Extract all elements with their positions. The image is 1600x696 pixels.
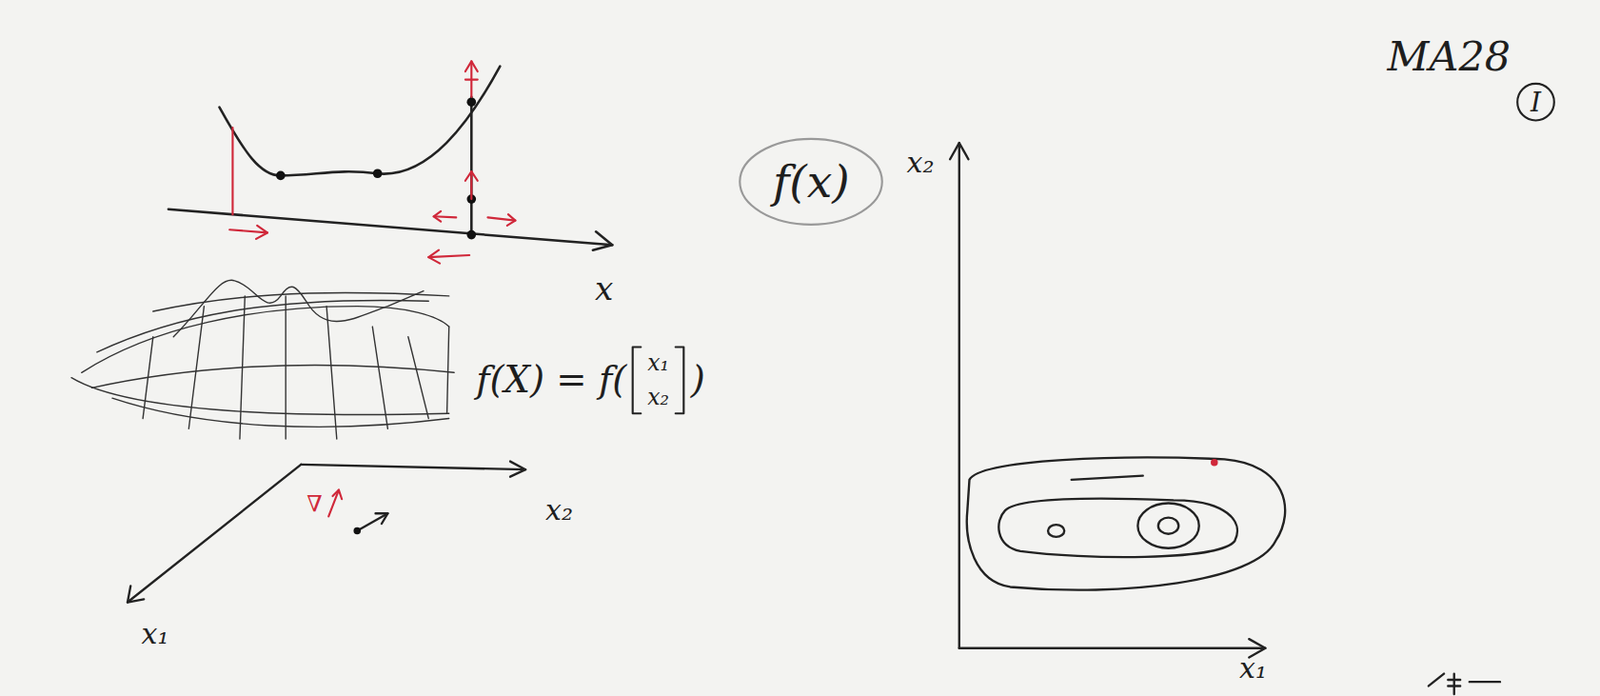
handwritten-label: x₁ — [1239, 653, 1267, 683]
handwritten-label: x₂ — [545, 495, 573, 525]
node-text: f(x) — [772, 158, 850, 204]
handwritten-label: ) — [691, 361, 706, 399]
node-text: I — [1530, 88, 1541, 116]
handwritten-label: ∇ — [306, 493, 322, 516]
handwritten-label: MA28 — [1387, 36, 1511, 78]
circled-note: f(x) — [737, 137, 885, 227]
circled-note: I — [1515, 81, 1557, 123]
handwritten-label: x₂ — [907, 149, 935, 178]
handwritten-label: x₂ — [647, 385, 670, 409]
handwritten-label: x — [594, 272, 613, 305]
handwritten-label: f(X) = f( — [475, 361, 627, 399]
handwritten-label: x₁ — [647, 352, 670, 376]
handwritten-label: x₁ — [140, 620, 169, 650]
